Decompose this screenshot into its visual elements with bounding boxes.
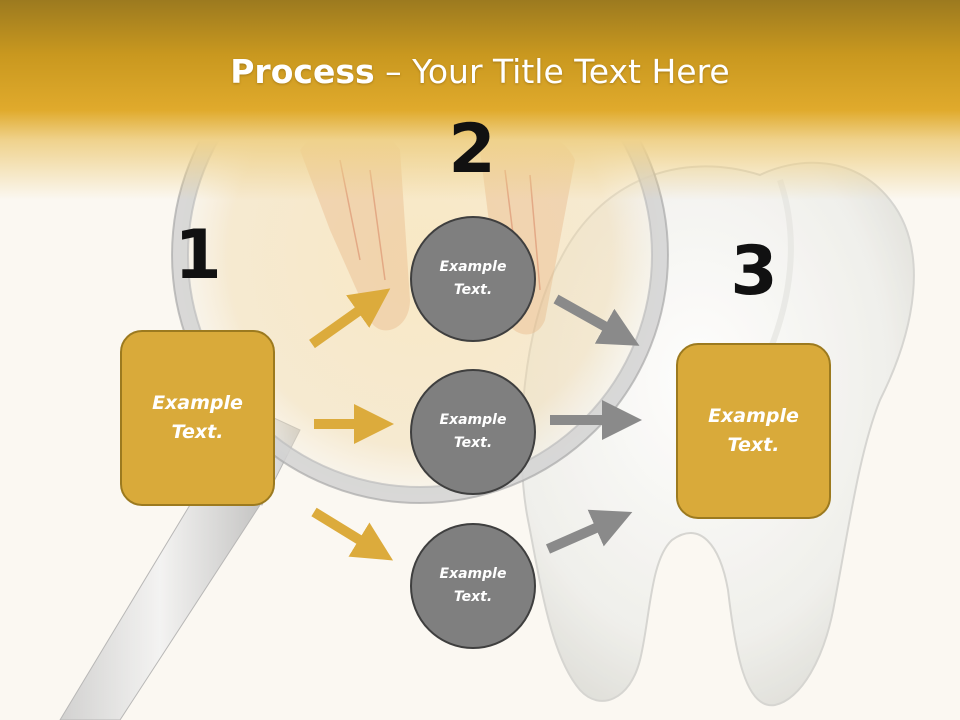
- step-2-circle-1: Example Text.: [410, 216, 536, 342]
- slide-title: Process – Your Title Text Here: [0, 52, 960, 91]
- step-number-3: 3: [730, 232, 778, 311]
- step-3-box: Example Text.: [676, 343, 831, 519]
- step-3-label: Example Text.: [708, 405, 799, 456]
- circle-2-label: Example Text.: [439, 412, 507, 451]
- circle-3-label: Example Text.: [439, 566, 507, 605]
- step-1-label: Example Text.: [152, 392, 243, 443]
- step-2-circle-3: Example Text.: [410, 523, 536, 649]
- arrow-1-to-2c: [311, 507, 394, 561]
- title-rest: – Your Title Text Here: [374, 52, 730, 91]
- title-bold: Process: [230, 52, 375, 91]
- arrow-1-to-2a: [309, 288, 391, 349]
- header-band: [0, 0, 960, 200]
- circle-1-label: Example Text.: [439, 259, 507, 298]
- step-2-circle-2: Example Text.: [410, 369, 536, 495]
- step-1-box: Example Text.: [120, 330, 275, 506]
- arrow-2a-to-3: [553, 294, 640, 346]
- arrow-2c-to-3: [545, 509, 633, 554]
- step-number-2: 2: [448, 110, 496, 189]
- step-number-1: 1: [174, 216, 222, 295]
